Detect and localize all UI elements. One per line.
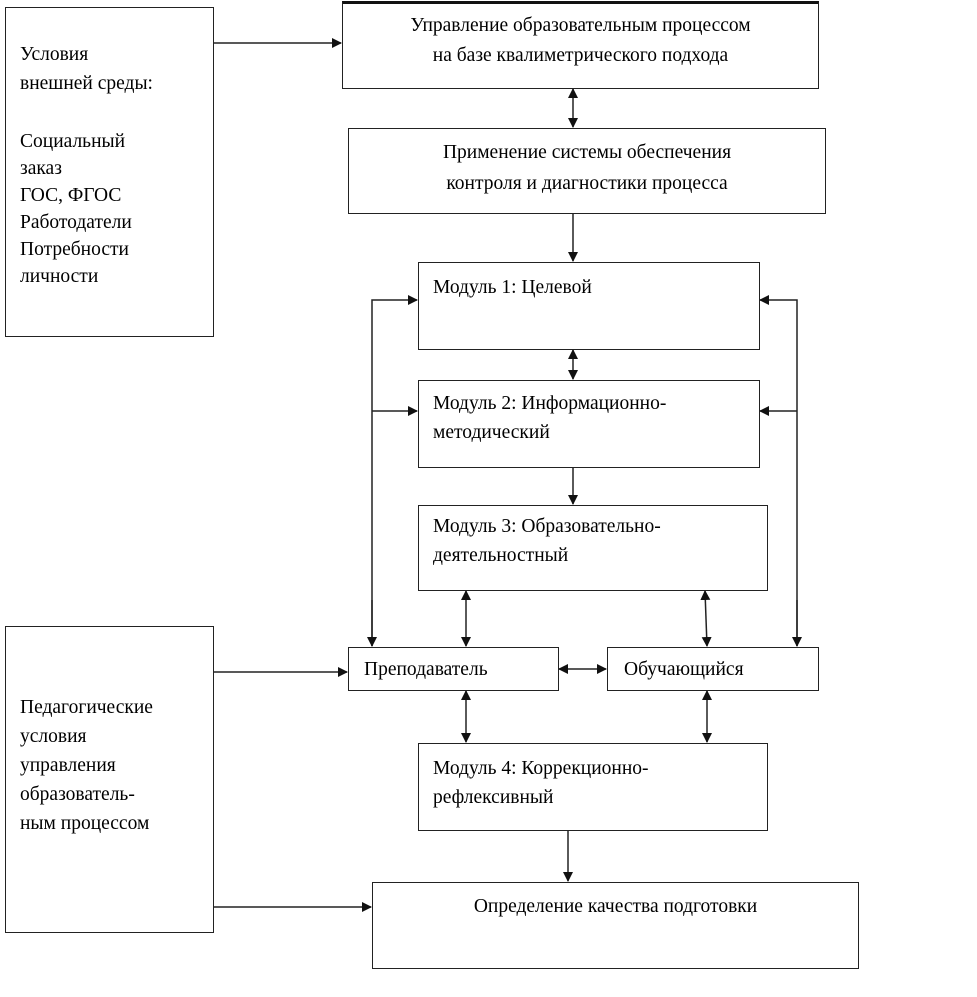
module-1-label: Модуль 1: Целевой (433, 277, 592, 298)
quality-box: Определение качества подготовки (372, 882, 859, 969)
module-4-box: Модуль 4: Коррекционно- рефлексивный (418, 743, 768, 831)
external-conditions-item: Социальный (20, 131, 126, 152)
external-conditions-item: ГОС, ФГОС (20, 185, 122, 206)
control-system-label: Применение системы обеспечения контроля … (442, 142, 732, 194)
student-box: Обучающийся (607, 647, 819, 691)
teacher-label: Преподаватель (364, 659, 488, 680)
external-conditions-item: заказ (20, 158, 62, 179)
management-label: Управление образовательным процессом на … (410, 15, 751, 66)
external-conditions-box: Условия внешней среды: Социальный заказ … (5, 7, 214, 337)
pedagogical-conditions-label: Педагогические условия управления образо… (20, 697, 153, 834)
quality-label: Определение качества подготовки (473, 896, 758, 917)
external-conditions-item: личности (20, 266, 99, 287)
arrow-module3-student (700, 590, 712, 647)
pedagogical-conditions-box: Педагогические условия управления образо… (5, 626, 214, 933)
teacher-box: Преподаватель (348, 647, 559, 691)
connector-left-loop (371, 295, 418, 646)
module-2-label: Модуль 2: Информационно- методический (433, 393, 667, 443)
external-conditions-title: Условия внешней среды: (20, 44, 153, 94)
module-4-label: Модуль 4: Коррекционно- рефлексивный (433, 758, 649, 808)
management-box: Управление образовательным процессом на … (342, 1, 819, 89)
module-1-box: Модуль 1: Целевой (418, 262, 760, 350)
connector-right-loop (759, 295, 798, 646)
control-system-box: Применение системы обеспечения контроля … (348, 128, 826, 214)
external-conditions-item: Потребности (20, 239, 129, 260)
module-3-label: Модуль 3: Образовательно- деятельностный (433, 516, 661, 566)
student-label: Обучающийся (624, 659, 744, 680)
external-conditions-item: Работодатели (20, 212, 132, 233)
module-2-box: Модуль 2: Информационно- методический (418, 380, 760, 468)
module-3-box: Модуль 3: Образовательно- деятельностный (418, 505, 768, 591)
